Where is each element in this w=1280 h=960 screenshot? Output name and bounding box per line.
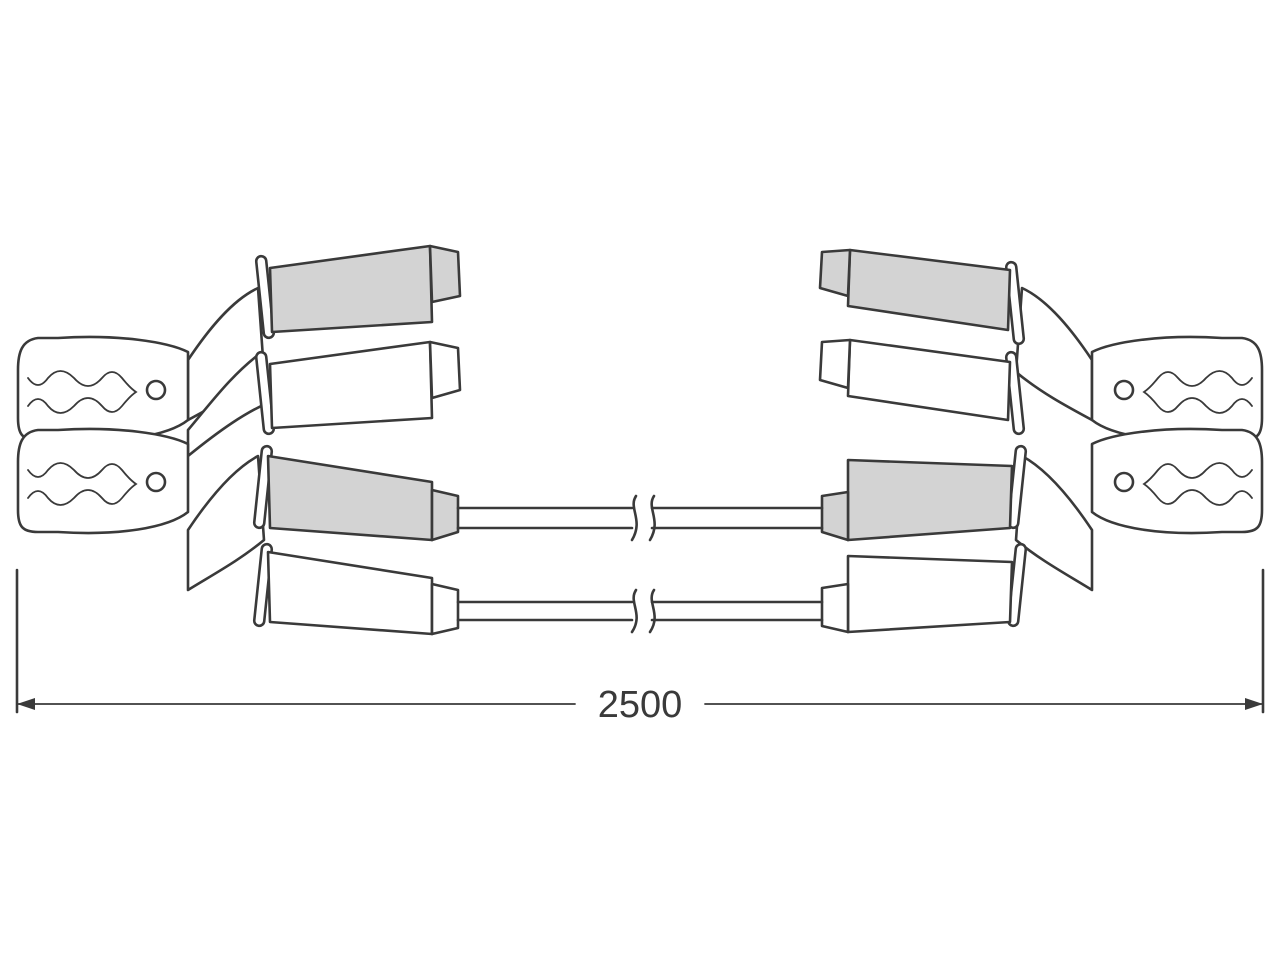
length-dimension-label: 2500: [598, 684, 683, 726]
left-red-grip-upper: [268, 244, 434, 334]
left-black-grip-lower: [266, 550, 434, 636]
right-upper-clamp: [818, 248, 1264, 443]
cable-upper: [456, 494, 824, 542]
cable-lower: [456, 588, 824, 634]
dimension-line: 2500: [15, 568, 1265, 726]
left-lower-clamp: [16, 427, 460, 636]
left-arrowhead: [17, 698, 35, 710]
left-black-grip-upper: [268, 340, 434, 430]
right-lower-clamp: [820, 427, 1264, 634]
left-upper-clamp: [16, 244, 462, 458]
right-arrowhead: [1245, 698, 1263, 710]
left-red-grip-lower: [266, 454, 434, 542]
